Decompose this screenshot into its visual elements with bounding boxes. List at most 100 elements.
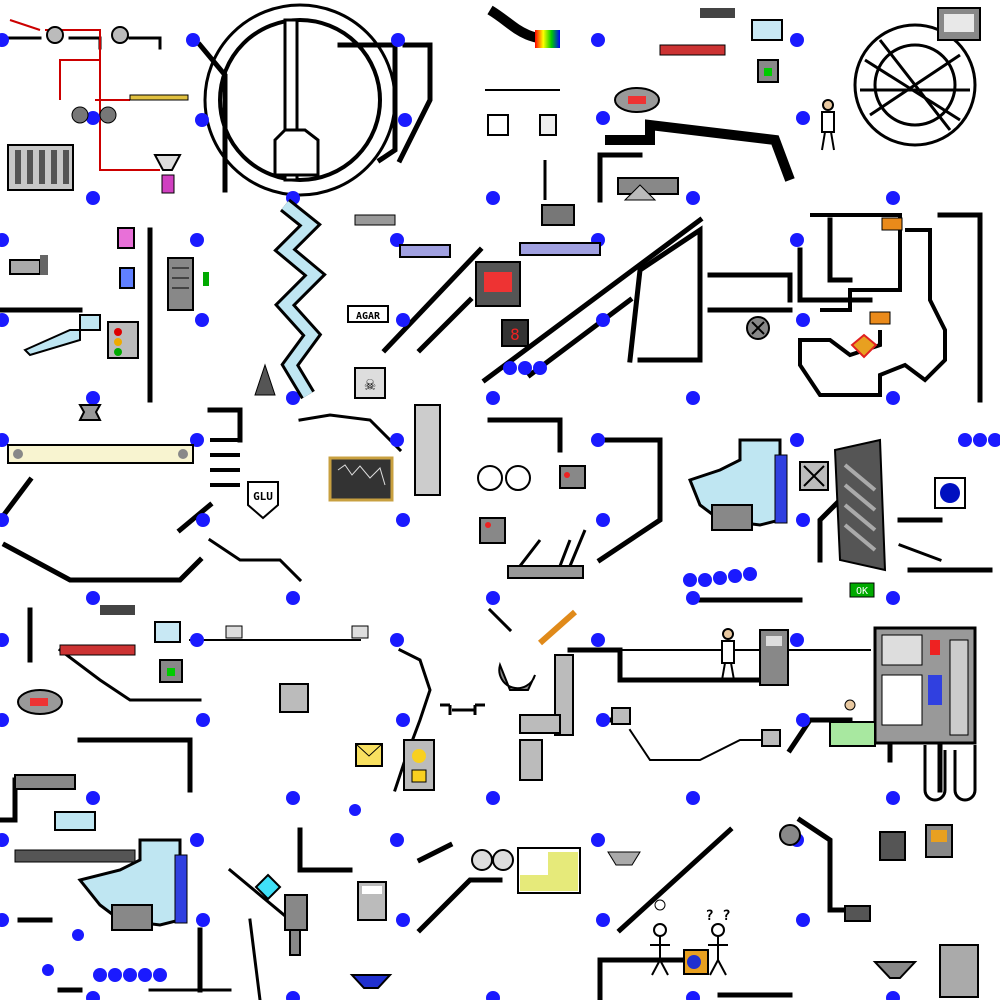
crane-arm-icon[interactable] bbox=[519, 654, 574, 781]
blackboard-icon[interactable] bbox=[328, 456, 394, 502]
pipe-segment bbox=[23, 314, 101, 357]
glu-sign[interactable]: GLU bbox=[247, 481, 279, 520]
svg-text:8: 8 bbox=[510, 325, 520, 344]
traffic-light-icon[interactable] bbox=[107, 321, 139, 359]
crystal-icon[interactable] bbox=[254, 873, 282, 901]
press-machine-icon[interactable] bbox=[507, 529, 587, 579]
ok-indicator[interactable]: OK bbox=[849, 582, 875, 598]
agar-sign[interactable]: AGAR bbox=[347, 305, 389, 323]
green-bed-icon[interactable] bbox=[829, 699, 876, 747]
gauge-icon[interactable] bbox=[403, 739, 435, 791]
yellow-tank-icon[interactable] bbox=[517, 847, 581, 894]
handheld-device-icon[interactable] bbox=[925, 824, 953, 858]
chain-belt bbox=[399, 244, 451, 258]
panel-box-icon[interactable] bbox=[479, 517, 506, 544]
barrel-icon[interactable] bbox=[279, 683, 309, 713]
yellow-rod bbox=[129, 94, 189, 101]
control-cabinet-icon[interactable] bbox=[873, 626, 977, 745]
grinder-icon[interactable] bbox=[614, 87, 660, 113]
blue-pipe-big-2 bbox=[77, 838, 188, 931]
blue-lens-icon[interactable] bbox=[934, 477, 966, 509]
spring-ladder bbox=[210, 438, 240, 487]
computer-icon[interactable] bbox=[225, 625, 369, 639]
wrench-icon[interactable] bbox=[498, 661, 536, 691]
magnet-icon[interactable] bbox=[46, 26, 129, 44]
funnel-icon-2[interactable] bbox=[872, 961, 918, 979]
blue-panel[interactable] bbox=[119, 267, 135, 289]
orange-valve-2[interactable] bbox=[869, 311, 891, 325]
svg-text:GLU: GLU bbox=[253, 490, 273, 503]
conveyor-belt[interactable] bbox=[7, 444, 194, 464]
bowl-icon[interactable] bbox=[607, 851, 641, 866]
red-wiring bbox=[9, 19, 160, 171]
rainbow-icon bbox=[535, 30, 560, 48]
boiler-icon[interactable] bbox=[939, 944, 979, 998]
cannon-icon-2[interactable] bbox=[14, 774, 76, 790]
test-tube-icon-2[interactable] bbox=[154, 621, 183, 683]
orange-bolt-icon[interactable] bbox=[538, 609, 577, 646]
blue-nodes[interactable] bbox=[0, 33, 1000, 1000]
bell-weight-icon[interactable] bbox=[254, 363, 276, 396]
zigzag-pipe-fill bbox=[277, 201, 323, 398]
blue-crate-icon[interactable] bbox=[683, 949, 709, 975]
chain-track bbox=[14, 849, 136, 863]
drill-press-icon[interactable] bbox=[541, 160, 575, 226]
screw-gear-icon-2[interactable] bbox=[59, 644, 136, 656]
test-tube-icon[interactable] bbox=[751, 19, 783, 83]
gauge-pair-icon[interactable] bbox=[471, 849, 514, 871]
cannon-icon[interactable] bbox=[617, 177, 679, 201]
lever-icon[interactable] bbox=[779, 824, 801, 846]
funnel-icon[interactable] bbox=[153, 154, 182, 194]
plug-icon[interactable] bbox=[844, 831, 906, 922]
striped-ramp bbox=[833, 438, 887, 572]
fan-icon[interactable] bbox=[746, 316, 770, 340]
clamp-icon[interactable] bbox=[440, 703, 485, 715]
hanger-rack-icon[interactable] bbox=[485, 89, 560, 136]
pipe-stub bbox=[54, 811, 96, 831]
envelope-icon[interactable] bbox=[355, 743, 383, 767]
gear-pair-icon[interactable] bbox=[477, 465, 531, 491]
pink-panel[interactable] bbox=[117, 227, 135, 249]
conveyor-ramp bbox=[605, 119, 795, 182]
socket-icon[interactable] bbox=[611, 707, 781, 747]
screw-gear-icon[interactable] bbox=[659, 44, 726, 56]
blue-bowl-icon[interactable] bbox=[349, 974, 393, 989]
circuit-lines bbox=[0, 3, 993, 1000]
light-bulb-icon[interactable] bbox=[654, 899, 666, 911]
anvil-top-2[interactable] bbox=[100, 605, 135, 615]
question-marks: ? ? bbox=[705, 908, 730, 924]
fan-box-icon[interactable] bbox=[799, 461, 829, 491]
flask-machine-icon[interactable] bbox=[273, 18, 320, 182]
warning-sign-icon[interactable] bbox=[850, 333, 878, 359]
green-switch[interactable] bbox=[203, 272, 209, 286]
skull-icon[interactable]: ☠ bbox=[354, 367, 386, 399]
dumbbell-icon[interactable] bbox=[71, 106, 117, 124]
calculator-icon[interactable] bbox=[357, 881, 387, 921]
svg-text:AGAR: AGAR bbox=[356, 311, 381, 322]
pump-icon[interactable] bbox=[284, 894, 308, 956]
robot-head-icon[interactable] bbox=[559, 465, 586, 489]
svg-text:☠: ☠ bbox=[365, 374, 376, 395]
orange-valve[interactable] bbox=[881, 217, 903, 231]
svg-text:OK: OK bbox=[856, 586, 868, 597]
grinder-icon-2[interactable] bbox=[17, 689, 63, 715]
machine-cabinet-icon[interactable] bbox=[759, 629, 789, 686]
anvil-top[interactable] bbox=[700, 8, 735, 18]
radiator-icon[interactable] bbox=[7, 144, 74, 191]
fax-machine-icon[interactable] bbox=[9, 255, 48, 275]
ramp-gray bbox=[354, 214, 396, 226]
person-icon-2[interactable] bbox=[721, 628, 735, 681]
blue-pipe-big bbox=[688, 438, 788, 531]
stick-people bbox=[650, 923, 728, 976]
terminal-icon[interactable] bbox=[937, 7, 981, 41]
coil-icon bbox=[923, 745, 977, 802]
chain-belt-2 bbox=[519, 242, 601, 256]
digit-display[interactable]: 8 bbox=[501, 319, 529, 347]
red-monitor-icon[interactable] bbox=[475, 261, 521, 307]
person-icon[interactable] bbox=[821, 99, 835, 151]
anvil-icon[interactable] bbox=[78, 404, 102, 421]
server-rack-icon[interactable] bbox=[167, 257, 194, 311]
maze-walls bbox=[798, 213, 947, 397]
tower-icon bbox=[414, 404, 441, 496]
